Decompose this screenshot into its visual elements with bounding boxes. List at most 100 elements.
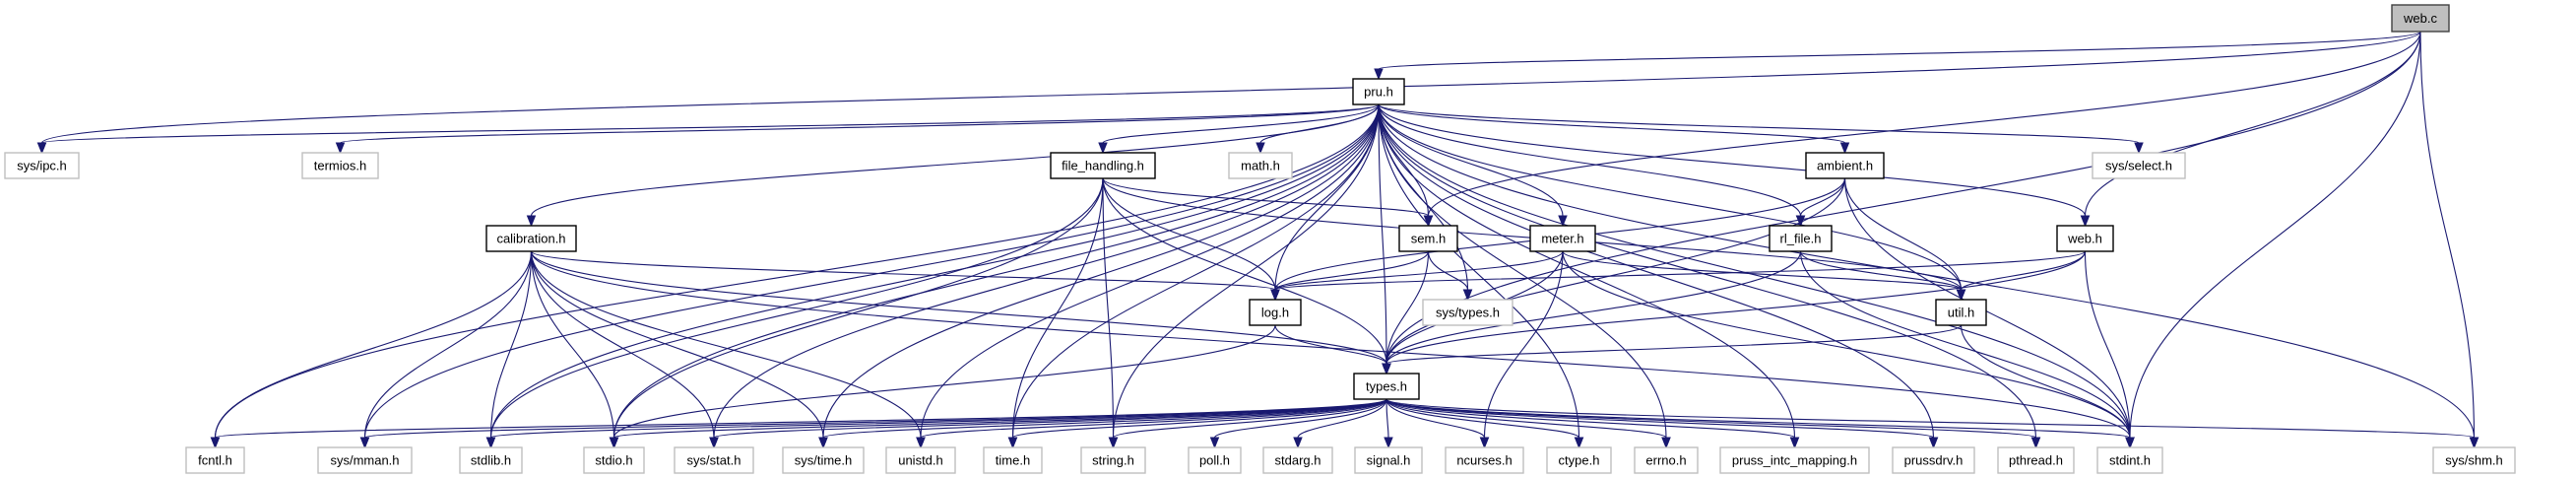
- node-box: [2096, 446, 2163, 474]
- node-label: stdlib.h: [471, 453, 511, 468]
- node-box: [1050, 152, 1156, 179]
- node-box: [1892, 446, 1975, 474]
- node-label: sys/types.h: [1436, 306, 1500, 320]
- edge-line: [713, 103, 1380, 439]
- edge-line: [920, 103, 1380, 439]
- edge-web_h-to-log_h: [1270, 250, 2087, 302]
- node-box: [1546, 446, 1612, 474]
- edge-line: [1274, 250, 1430, 291]
- edge-types_h-to-time_h: [1007, 398, 1387, 449]
- edge-line: [1274, 250, 2087, 291]
- node-label: sys/mman.h: [330, 453, 399, 468]
- node-pthread-h: pthread.h: [1997, 446, 2075, 474]
- edge-line: [1385, 398, 1486, 439]
- edge-pru_h-to-sys_mman_h: [359, 103, 1380, 449]
- node-box: [4, 152, 80, 179]
- edge-types_h-to-sys_shm_h: [1385, 398, 2479, 449]
- node-types-h[interactable]: types.h: [1353, 373, 1420, 400]
- edge-line: [920, 398, 1387, 439]
- node-web-c[interactable]: web.c: [2391, 4, 2450, 33]
- edge-calibration_h-to-log_h: [530, 250, 1280, 302]
- node-ambient-h[interactable]: ambient.h: [1805, 152, 1885, 179]
- edge-line: [1843, 177, 1963, 291]
- node-label: poll.h: [1199, 453, 1230, 468]
- edge-line: [822, 103, 1380, 439]
- arrowhead-icon: [1270, 289, 1280, 302]
- edge-web_c-to-sys_shm_h: [2419, 31, 2479, 449]
- arrowhead-icon: [1661, 437, 1671, 449]
- node-box: [1422, 299, 1513, 326]
- edge-line: [1843, 177, 2131, 439]
- edge-line: [2419, 31, 2476, 439]
- node-box: [1398, 225, 1458, 252]
- node-label: pru.h: [1364, 85, 1393, 100]
- edge-line: [214, 398, 1387, 439]
- arrowhead-icon: [1374, 68, 1384, 81]
- node-meter-h[interactable]: meter.h: [1529, 225, 1596, 252]
- node-prussdrv-h: prussdrv.h: [1892, 446, 1975, 474]
- edge-types_h-to-fcntl_h: [210, 398, 1387, 449]
- arrowhead-icon: [609, 437, 619, 449]
- edge-line: [530, 250, 1276, 291]
- edge-line: [363, 103, 1380, 439]
- edge-web_c-to-stdint_h: [2125, 31, 2421, 449]
- node-box: [301, 152, 379, 179]
- node-util-h[interactable]: util.h: [1935, 299, 1987, 326]
- edge-line: [1011, 177, 1104, 439]
- node-label: signal.h: [1367, 453, 1411, 468]
- edge-line: [1213, 398, 1387, 439]
- node-sem-h[interactable]: sem.h: [1398, 225, 1458, 252]
- arrowhead-icon: [1462, 289, 1473, 302]
- edge-line: [214, 250, 533, 439]
- node-poll-h: poll.h: [1188, 446, 1242, 474]
- edge-line: [1385, 398, 1796, 439]
- arrowhead-icon: [210, 437, 221, 449]
- edge-line: [1960, 250, 2087, 291]
- edge-line: [1378, 103, 2037, 439]
- edge-file_handling_h-to-sem_h: [1102, 177, 1434, 228]
- node-box: [2056, 225, 2114, 252]
- edge-line: [1274, 250, 1564, 291]
- arrowhead-icon: [1007, 437, 1018, 449]
- edge-web_c-to-web_h: [2080, 31, 2421, 228]
- edge-line: [1385, 324, 1963, 365]
- edge-types_h-to-ctype_h: [1385, 398, 1584, 449]
- edge-line: [2129, 31, 2421, 439]
- edge-line: [214, 103, 1380, 439]
- node-web-h[interactable]: web.h: [2056, 225, 2114, 252]
- node-box: [459, 446, 523, 474]
- edge-line: [1378, 103, 1796, 439]
- node-label: ambient.h: [1817, 159, 1873, 173]
- node-label: pruss_intc_mapping.h: [1732, 453, 1857, 468]
- node-log-h[interactable]: log.h: [1249, 299, 1302, 326]
- edge-web_h-to-util_h: [1956, 250, 2087, 302]
- edge-meter_h-to-log_h: [1270, 250, 1564, 302]
- edge-line: [1102, 177, 1276, 291]
- node-box: [1262, 446, 1333, 474]
- edge-types_h-to-signal_h: [1384, 398, 1393, 449]
- edge-line: [339, 103, 1380, 144]
- node-pru-h[interactable]: pru.h: [1352, 78, 1405, 105]
- node-calibration-h[interactable]: calibration.h: [485, 225, 577, 252]
- node-rl-file-h[interactable]: rl_file.h: [1769, 225, 1833, 252]
- node-stdint-h: stdint.h: [2096, 446, 2163, 474]
- node-label: sys/select.h: [2105, 159, 2172, 173]
- edge-line: [1385, 398, 2037, 439]
- edge-line: [1274, 324, 1387, 365]
- edge-line: [1102, 177, 1115, 439]
- edge-line: [363, 250, 533, 439]
- edge-ambient_h-to-stdint_h: [1843, 177, 2135, 449]
- node-label: stdint.h: [2109, 453, 2151, 468]
- node-file-handling-h[interactable]: file_handling.h: [1050, 152, 1156, 179]
- edge-pru_h-to-stdint_h: [1378, 103, 2135, 449]
- node-fcntl-h: fcntl.h: [185, 446, 245, 474]
- arrowhead-icon: [818, 437, 828, 449]
- edge-types_h-to-stdarg_h: [1293, 398, 1387, 449]
- edge-line: [530, 250, 922, 439]
- node-box: [1935, 299, 1987, 326]
- edge-web_c-to-sys_ipc_h: [36, 31, 2421, 155]
- edge-line: [1385, 398, 1935, 439]
- node-label: termios.h: [314, 159, 366, 173]
- edge-line: [1112, 398, 1387, 439]
